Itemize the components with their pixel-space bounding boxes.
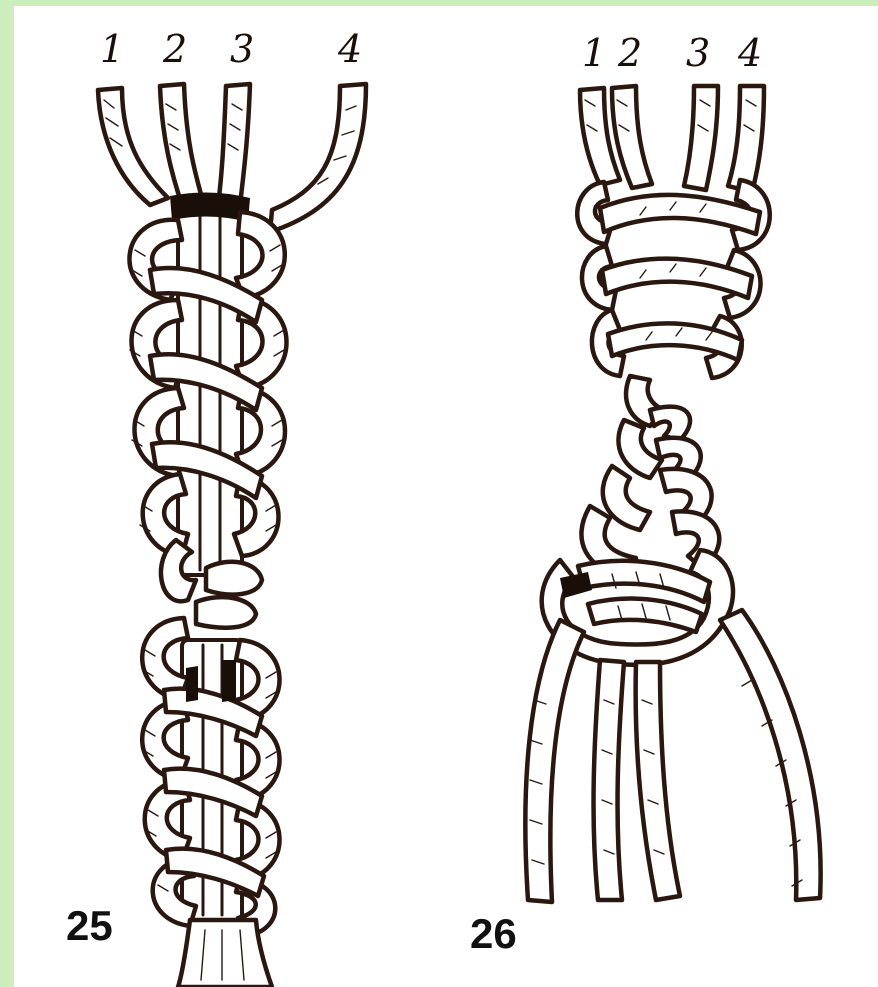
fig25-cord-3 xyxy=(218,84,250,205)
fig26-cord-label-1: 1 xyxy=(582,31,606,75)
fig26-cord-label-2: 2 xyxy=(617,31,642,75)
fig25-cord-4 xyxy=(270,84,366,232)
fig26-cord-3 xyxy=(684,86,718,190)
figure-26-twisted-sennit: 1 2 3 4 xyxy=(470,31,821,957)
fig26-twisted-neck xyxy=(581,376,719,578)
fig26-lower-cord-1 xyxy=(525,620,584,902)
fig25-cord-label-3: 3 xyxy=(230,27,254,71)
fig26-lower-cord-4 xyxy=(720,610,821,900)
figure-25-spiral-braid: 1 2 3 4 xyxy=(66,27,366,987)
fig26-lower-cord-3 xyxy=(636,662,680,900)
fig25-number: 25 xyxy=(66,902,113,949)
fig25-cord-label-1: 1 xyxy=(100,27,124,71)
fig26-number: 26 xyxy=(470,910,517,957)
fig26-cord-4 xyxy=(728,86,764,192)
fig25-cord-label-4: 4 xyxy=(337,27,362,71)
fig25-cord-2 xyxy=(160,84,204,205)
fig26-upper-weave xyxy=(577,180,770,378)
fig25-bottom-ends xyxy=(178,920,272,987)
fig25-cord-1 xyxy=(98,88,168,205)
fig26-lower-cord-2 xyxy=(594,660,624,900)
fig26-cord-label-3: 3 xyxy=(686,31,710,75)
fig26-cord-label-4: 4 xyxy=(737,31,762,75)
fig25-cord-label-2: 2 xyxy=(162,27,187,71)
